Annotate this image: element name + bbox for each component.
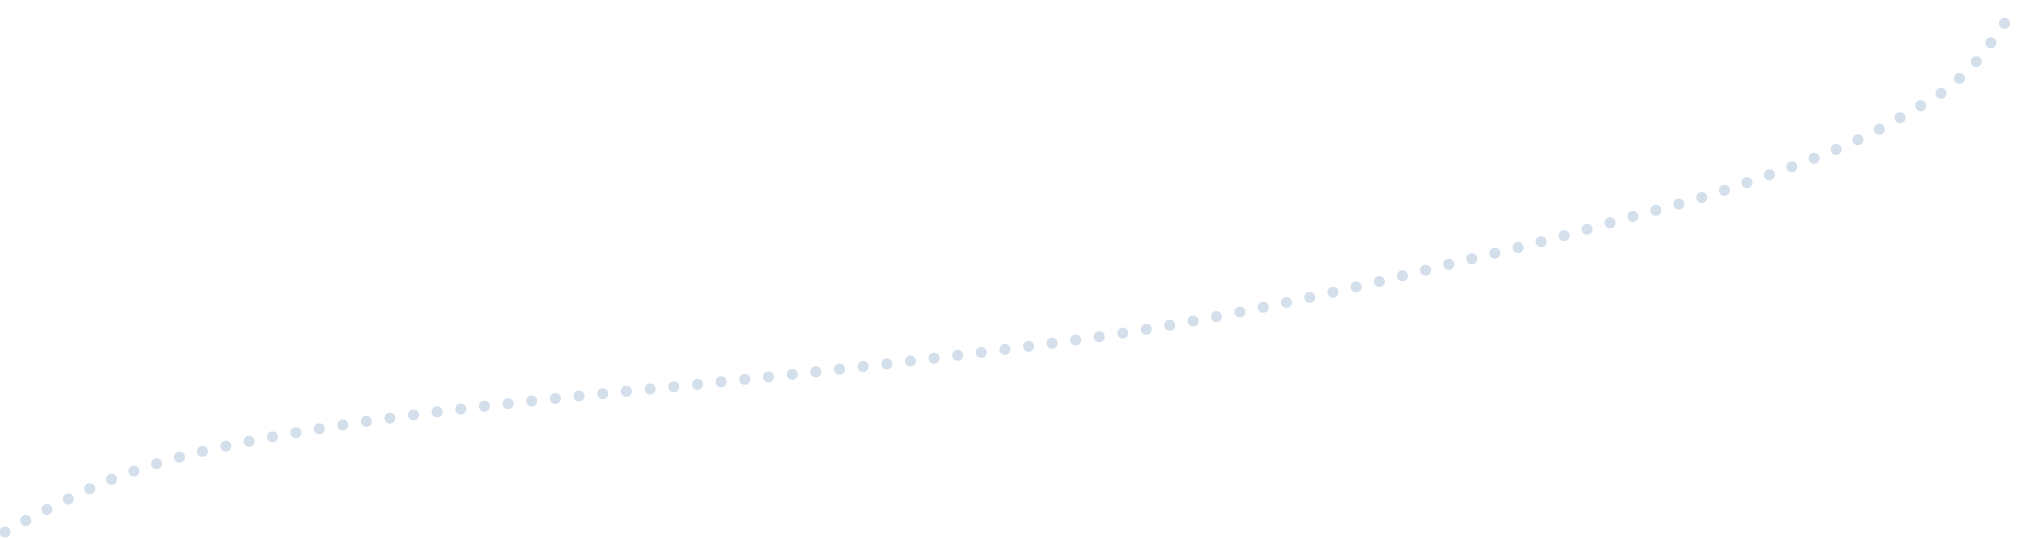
curve-dot <box>1327 286 1339 298</box>
curve-dot <box>384 412 396 424</box>
curve-dot <box>20 515 32 526</box>
curve-dot <box>1046 337 1058 349</box>
curve-dot <box>1211 311 1222 323</box>
curve-dot <box>1873 123 1885 135</box>
curve-dot <box>999 343 1011 355</box>
curve-dot <box>174 451 185 463</box>
curve-dot <box>668 381 680 393</box>
curve-dot <box>952 349 964 361</box>
curve-dot <box>1604 217 1616 229</box>
curve-dot <box>810 366 822 378</box>
curve-dot <box>1985 37 1997 49</box>
curve-dot <box>337 419 349 431</box>
curve-dot <box>1999 17 2010 29</box>
curve-dot <box>1187 315 1199 327</box>
curve-dot <box>904 355 916 367</box>
curve-dot <box>313 423 325 435</box>
curve-dot <box>573 390 585 402</box>
dotted-curve <box>0 17 2010 538</box>
curve-dot <box>128 465 140 477</box>
curve-dot <box>1558 230 1570 242</box>
curve-dot <box>1650 204 1662 216</box>
curve-dot <box>1673 198 1685 210</box>
curve-dot <box>266 431 278 443</box>
curve-dot <box>1117 327 1129 339</box>
curve-dot <box>1808 152 1820 164</box>
curve-dot <box>1512 242 1524 253</box>
curve-dot <box>360 415 372 427</box>
curve-dot <box>197 445 208 457</box>
curve-dot <box>620 385 632 397</box>
curve-dot <box>786 368 798 380</box>
curve-dot <box>1970 56 1982 68</box>
curve-dot <box>692 378 703 390</box>
curve-dot <box>1627 211 1639 222</box>
curve-dot <box>1696 192 1708 203</box>
curve-dot <box>106 473 118 485</box>
curve-dot <box>1281 296 1292 308</box>
curve-dot <box>408 409 419 421</box>
curve-dot <box>1535 236 1547 248</box>
curve-dot <box>455 403 467 415</box>
curve-dot <box>1164 319 1176 331</box>
curve-dot <box>1070 334 1082 346</box>
curve-dot <box>928 352 940 364</box>
curve-dot <box>41 504 53 515</box>
curve-dot <box>1140 323 1152 335</box>
curve-dot <box>1304 291 1316 303</box>
curve-dot <box>0 526 11 538</box>
curve-dot <box>1350 281 1362 293</box>
curve-dot <box>644 383 656 395</box>
curve-dot <box>1023 340 1034 352</box>
curve-dot <box>1741 177 1753 189</box>
curve-dot <box>1581 223 1593 235</box>
curve-dot <box>151 458 163 470</box>
curve-dot <box>1373 276 1385 287</box>
curve-dot <box>1466 253 1478 265</box>
curve-dot <box>597 388 609 400</box>
curve-dot <box>220 440 232 452</box>
curve-dot <box>1420 264 1432 276</box>
curve-dot <box>1443 258 1455 270</box>
curve-dot <box>1935 87 1947 99</box>
curve-dot <box>1786 161 1798 173</box>
curve-dot <box>478 400 490 412</box>
curve-dot <box>1489 247 1501 259</box>
curve-dot <box>739 373 751 385</box>
curve-dot <box>1894 112 1906 124</box>
curve-dot <box>243 435 255 447</box>
curve-dot <box>1915 100 1927 112</box>
curve-dot <box>1257 301 1269 313</box>
curve-dot <box>84 483 96 495</box>
curve-dot <box>1093 331 1105 343</box>
curve-dot <box>290 427 302 439</box>
curve-dot <box>834 363 845 375</box>
curve-dot <box>1397 270 1408 282</box>
curve-dot <box>1954 72 1965 84</box>
curve-dot <box>549 393 561 404</box>
curve-dot <box>526 395 538 407</box>
curve-dot <box>763 371 774 383</box>
curve-dot <box>881 358 893 370</box>
curve-dot <box>1830 143 1842 155</box>
curve-dot <box>1852 134 1864 146</box>
curve-dot <box>975 346 987 358</box>
curve-dot <box>715 376 727 388</box>
curve-dot <box>857 361 869 372</box>
curve-dot <box>1234 306 1246 318</box>
curve-dot <box>502 398 514 410</box>
curve-dot <box>62 493 74 505</box>
curve-dot <box>1763 169 1775 181</box>
curve-dot <box>431 406 443 418</box>
curve-dot <box>1718 184 1730 196</box>
